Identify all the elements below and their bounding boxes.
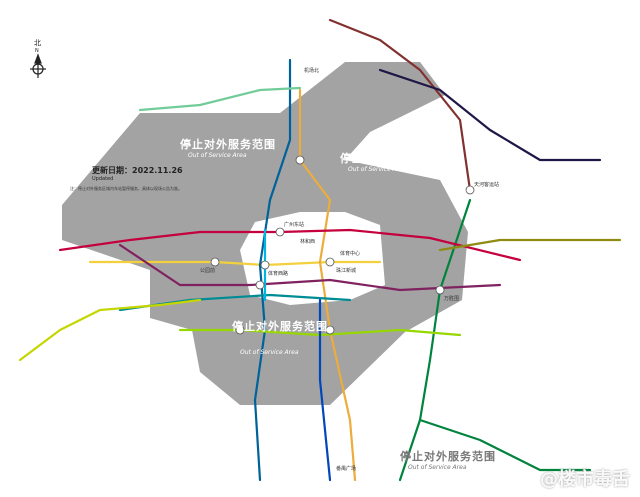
line-9 bbox=[138, 86, 302, 112]
station-label: 天河客运站 bbox=[474, 181, 499, 188]
line-1 bbox=[88, 260, 382, 267]
update-date: 更新日期：2022.11.26 bbox=[92, 165, 183, 175]
interchange-station[interactable] bbox=[295, 155, 305, 165]
zone-subtitle: Out of Service Area bbox=[348, 166, 407, 173]
compass-north-en: N bbox=[35, 48, 39, 54]
update-date-en: Updated bbox=[92, 176, 113, 182]
line-18 bbox=[318, 298, 332, 482]
interchange-station[interactable] bbox=[255, 280, 265, 290]
interchange-station[interactable] bbox=[235, 325, 245, 335]
line-2 bbox=[253, 58, 292, 482]
watermark: @楼市毒舌 bbox=[540, 469, 630, 490]
line-4-south bbox=[418, 418, 592, 472]
update-note: 注：停止对外服务区域内车站暂停服务，具体以现场公告为准。 bbox=[70, 185, 182, 191]
station-label: 体育西路 bbox=[268, 270, 288, 277]
compass-north-cn: 北 bbox=[34, 39, 41, 47]
station-label: 番禺广场 bbox=[336, 465, 356, 472]
line-13 bbox=[438, 238, 622, 252]
zone-title: 停止对外服务范围 bbox=[400, 449, 496, 463]
interchange-station[interactable] bbox=[325, 257, 335, 267]
interchange-station[interactable] bbox=[465, 185, 475, 195]
out-of-service-zone bbox=[62, 62, 468, 405]
zone-subtitle: Out of Service Area bbox=[240, 349, 299, 356]
station-label: 万胜围 bbox=[444, 295, 459, 302]
station-label: 机场北 bbox=[304, 67, 319, 74]
interchange-station[interactable] bbox=[210, 257, 220, 267]
interchange-station[interactable] bbox=[275, 227, 285, 237]
zone-title: 停止对外服务范围 bbox=[232, 319, 328, 333]
interchange-station[interactable] bbox=[260, 260, 270, 270]
line-21 bbox=[378, 68, 602, 162]
station-label: 珠江新城 bbox=[336, 267, 356, 274]
station-label: 公园前 bbox=[200, 267, 215, 274]
zone-title: 停止对外服务范围 bbox=[180, 137, 276, 151]
line-guangfo bbox=[18, 298, 202, 362]
compass-icon bbox=[30, 53, 46, 78]
station-label: 广州东站 bbox=[284, 221, 304, 228]
interchange-station[interactable] bbox=[325, 325, 335, 335]
line-14 bbox=[328, 18, 472, 192]
interchange-station[interactable] bbox=[435, 285, 445, 295]
line-6 bbox=[118, 243, 502, 292]
zone-subtitle: Out of Service Area bbox=[188, 152, 247, 159]
zone-title: 停止对外服务范围 bbox=[340, 151, 436, 165]
line-4 bbox=[398, 198, 472, 482]
station-label: 林和西 bbox=[300, 238, 315, 245]
station-label: 体育中心 bbox=[340, 250, 360, 257]
zone-subtitle: Out of Service Area bbox=[408, 464, 467, 471]
